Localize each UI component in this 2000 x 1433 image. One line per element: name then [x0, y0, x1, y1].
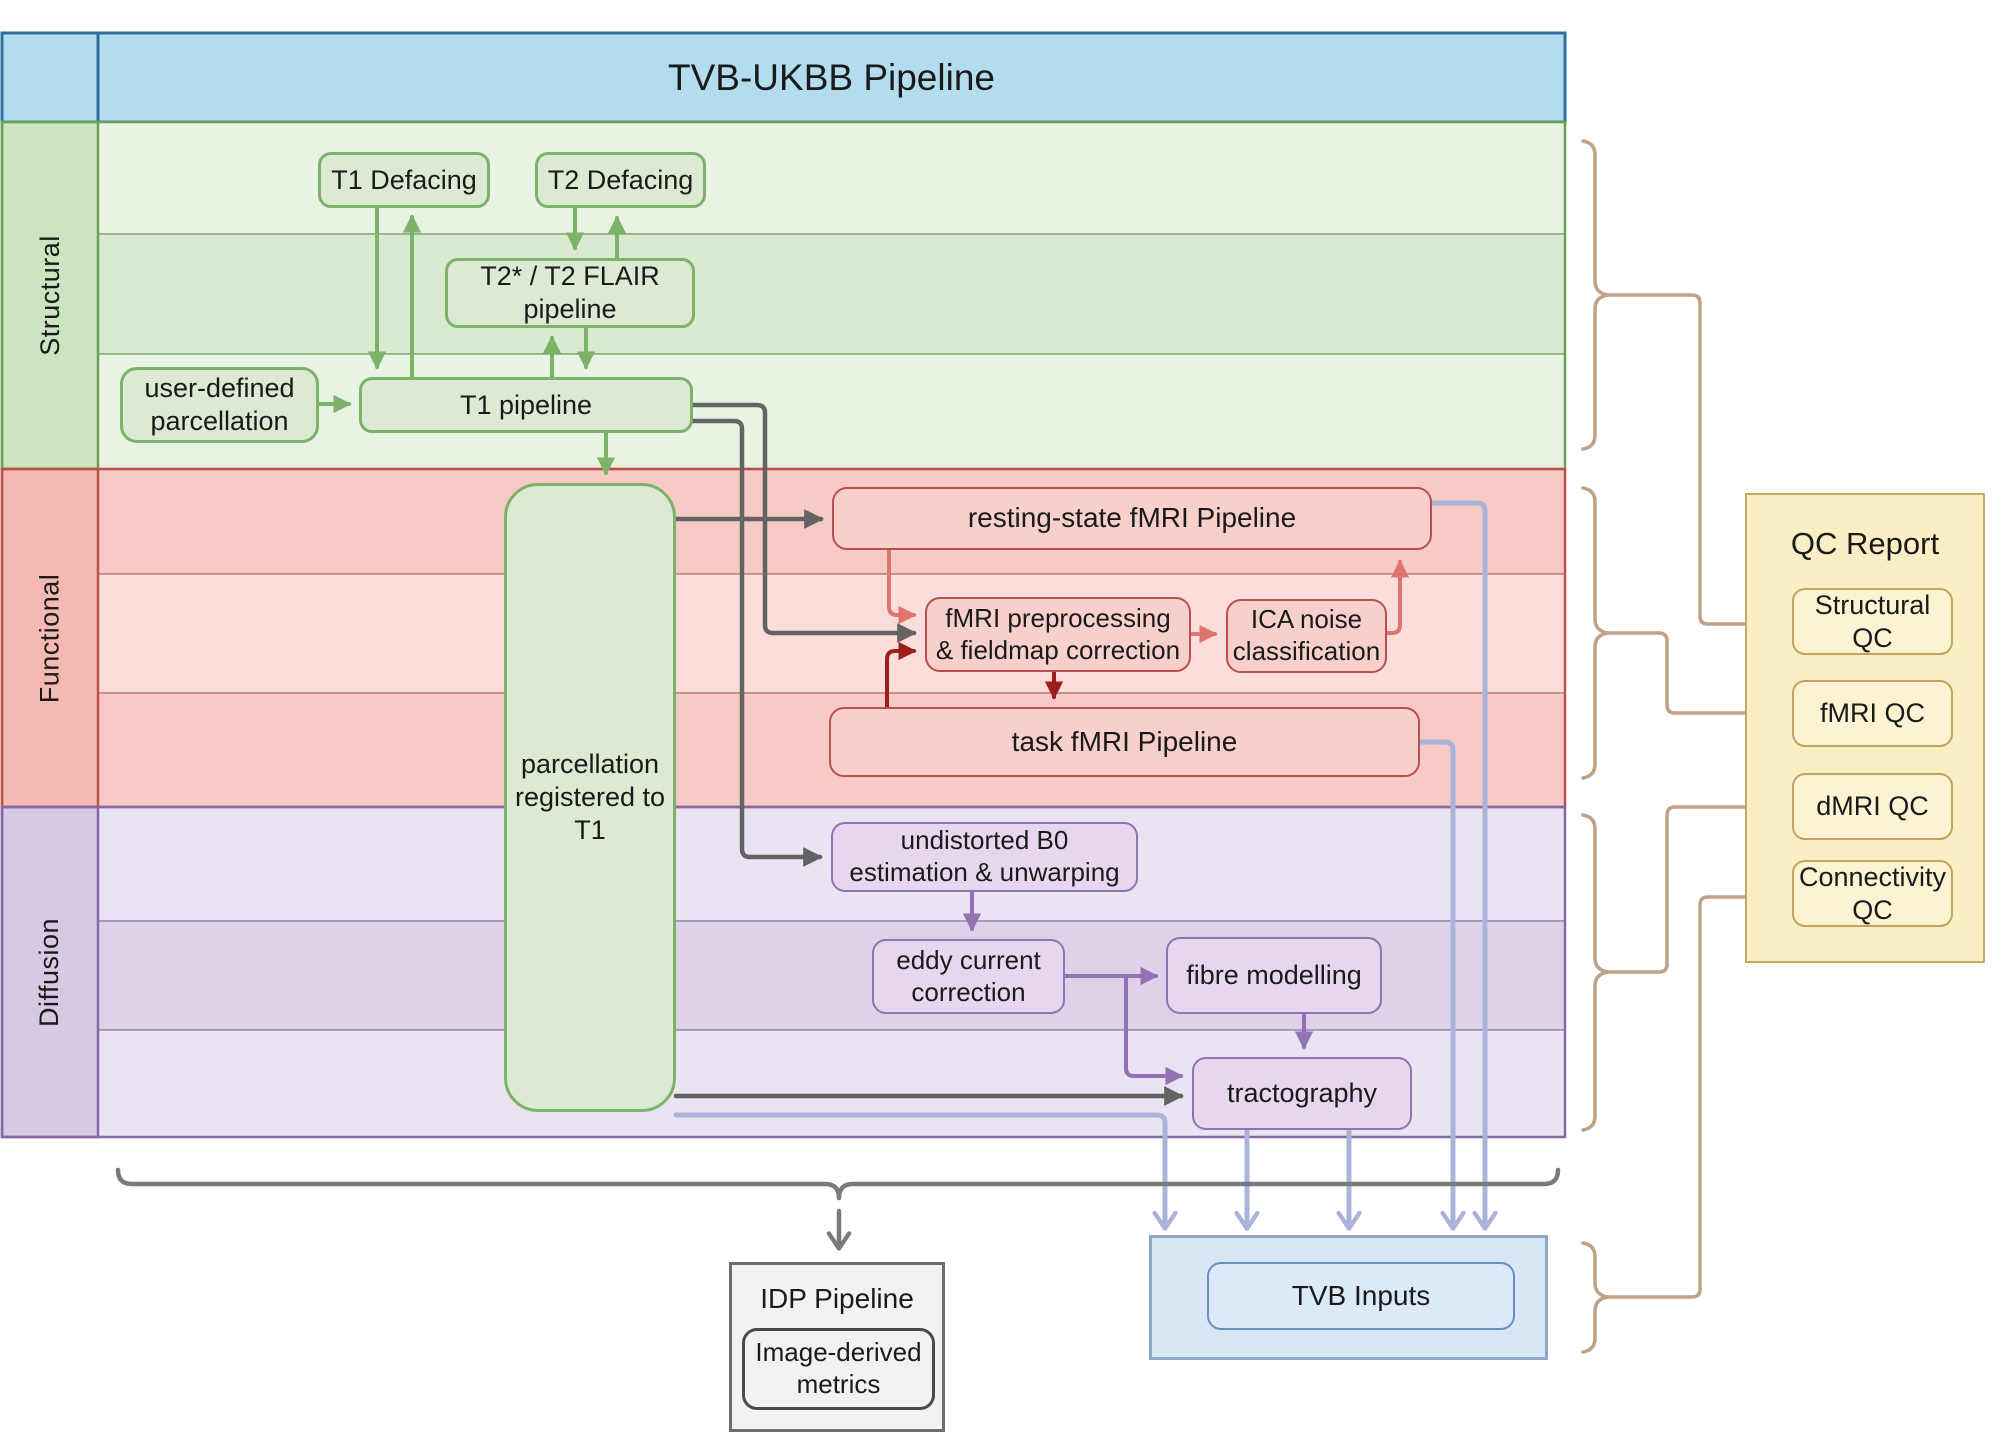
connector-diffusion-to-dmriqc [1608, 796, 1785, 974]
node-parcellation-registered-to-t1: parcellation registered to T1 [504, 483, 676, 1112]
sidebar-label-functional: Functional [34, 573, 65, 703]
node-fmri-qc: fMRI QC [1792, 680, 1953, 747]
connector-taskfmri-to-tvb [1417, 739, 1466, 1231]
node-eddy-current-correction: eddy current correction [872, 939, 1065, 1014]
node-structural-qc: Structural QC [1792, 588, 1953, 655]
connector-parcellation-to-tvb [673, 1112, 1178, 1231]
connector-structural-to-structuralqc [1608, 293, 1785, 635]
header-corner-cell [0, 31, 100, 124]
node-image-derived-metrics: Image-derived metrics [742, 1328, 935, 1410]
node-resting-state-fmri-pipeline: resting-state fMRI Pipeline [832, 487, 1432, 550]
connector-restingstate-to-tvb [1429, 500, 1498, 1231]
arrow-taskfmri-to-fmripreprocessing [885, 641, 917, 709]
sidebar-structural-cell [0, 120, 100, 471]
node-tvb-inputs: TVB Inputs [1207, 1262, 1515, 1330]
brace-structural [1581, 139, 1610, 451]
brace-bottom [115, 1167, 1561, 1201]
node-t1-defacing: T1 Defacing [318, 152, 490, 208]
node-user-defined-parcellation: user-defined parcellation [120, 367, 319, 443]
connector-t1pipeline-to-b0 [690, 418, 823, 867]
qc-report-title: QC Report [1790, 526, 1940, 561]
brace-functional [1581, 486, 1610, 780]
arrow-restingstate-to-fmripreprocessing [887, 548, 917, 625]
node-connectivity-qc: Connectivity QC [1792, 860, 1953, 927]
node-undistorted-b0: undistorted B0 estimation & unwarping [831, 822, 1138, 892]
brace-tvb [1581, 1241, 1610, 1354]
node-fibre-modelling: fibre modelling [1166, 937, 1382, 1014]
node-t1-pipeline: T1 pipeline [359, 377, 693, 433]
sidebar-label-diffusion: Diffusion [34, 917, 65, 1027]
connector-functional-to-fmriqc [1608, 631, 1785, 724]
node-t2-flair-pipeline: T2* / T2 FLAIR pipeline [445, 258, 695, 328]
arrow-eddycurrent-to-tractography [1124, 974, 1184, 1086]
node-ica-noise-classification: ICA noise classification [1226, 599, 1387, 673]
arrow-icanoise-to-restingstate [1385, 559, 1410, 635]
node-task-fmri-pipeline: task fMRI Pipeline [829, 707, 1420, 777]
node-t2-defacing: T2 Defacing [535, 152, 706, 208]
sidebar-label-structural: Structural [34, 235, 65, 356]
node-fmri-preprocessing: fMRI preprocessing & fieldmap correction [925, 597, 1191, 672]
brace-diffusion [1581, 813, 1610, 1132]
node-dmri-qc: dMRI QC [1792, 773, 1953, 840]
header-title-cell [96, 31, 1567, 124]
idp-pipeline-title: IDP Pipeline [760, 1283, 914, 1314]
diffusion-section-border [0, 805, 1567, 1139]
connector-tvb-to-connectivityqc [1608, 886, 1785, 1299]
node-tractography: tractography [1192, 1057, 1412, 1130]
page-title: TVB-UKBB Pipeline [668, 56, 995, 98]
structural-band-2 [97, 233, 1566, 355]
